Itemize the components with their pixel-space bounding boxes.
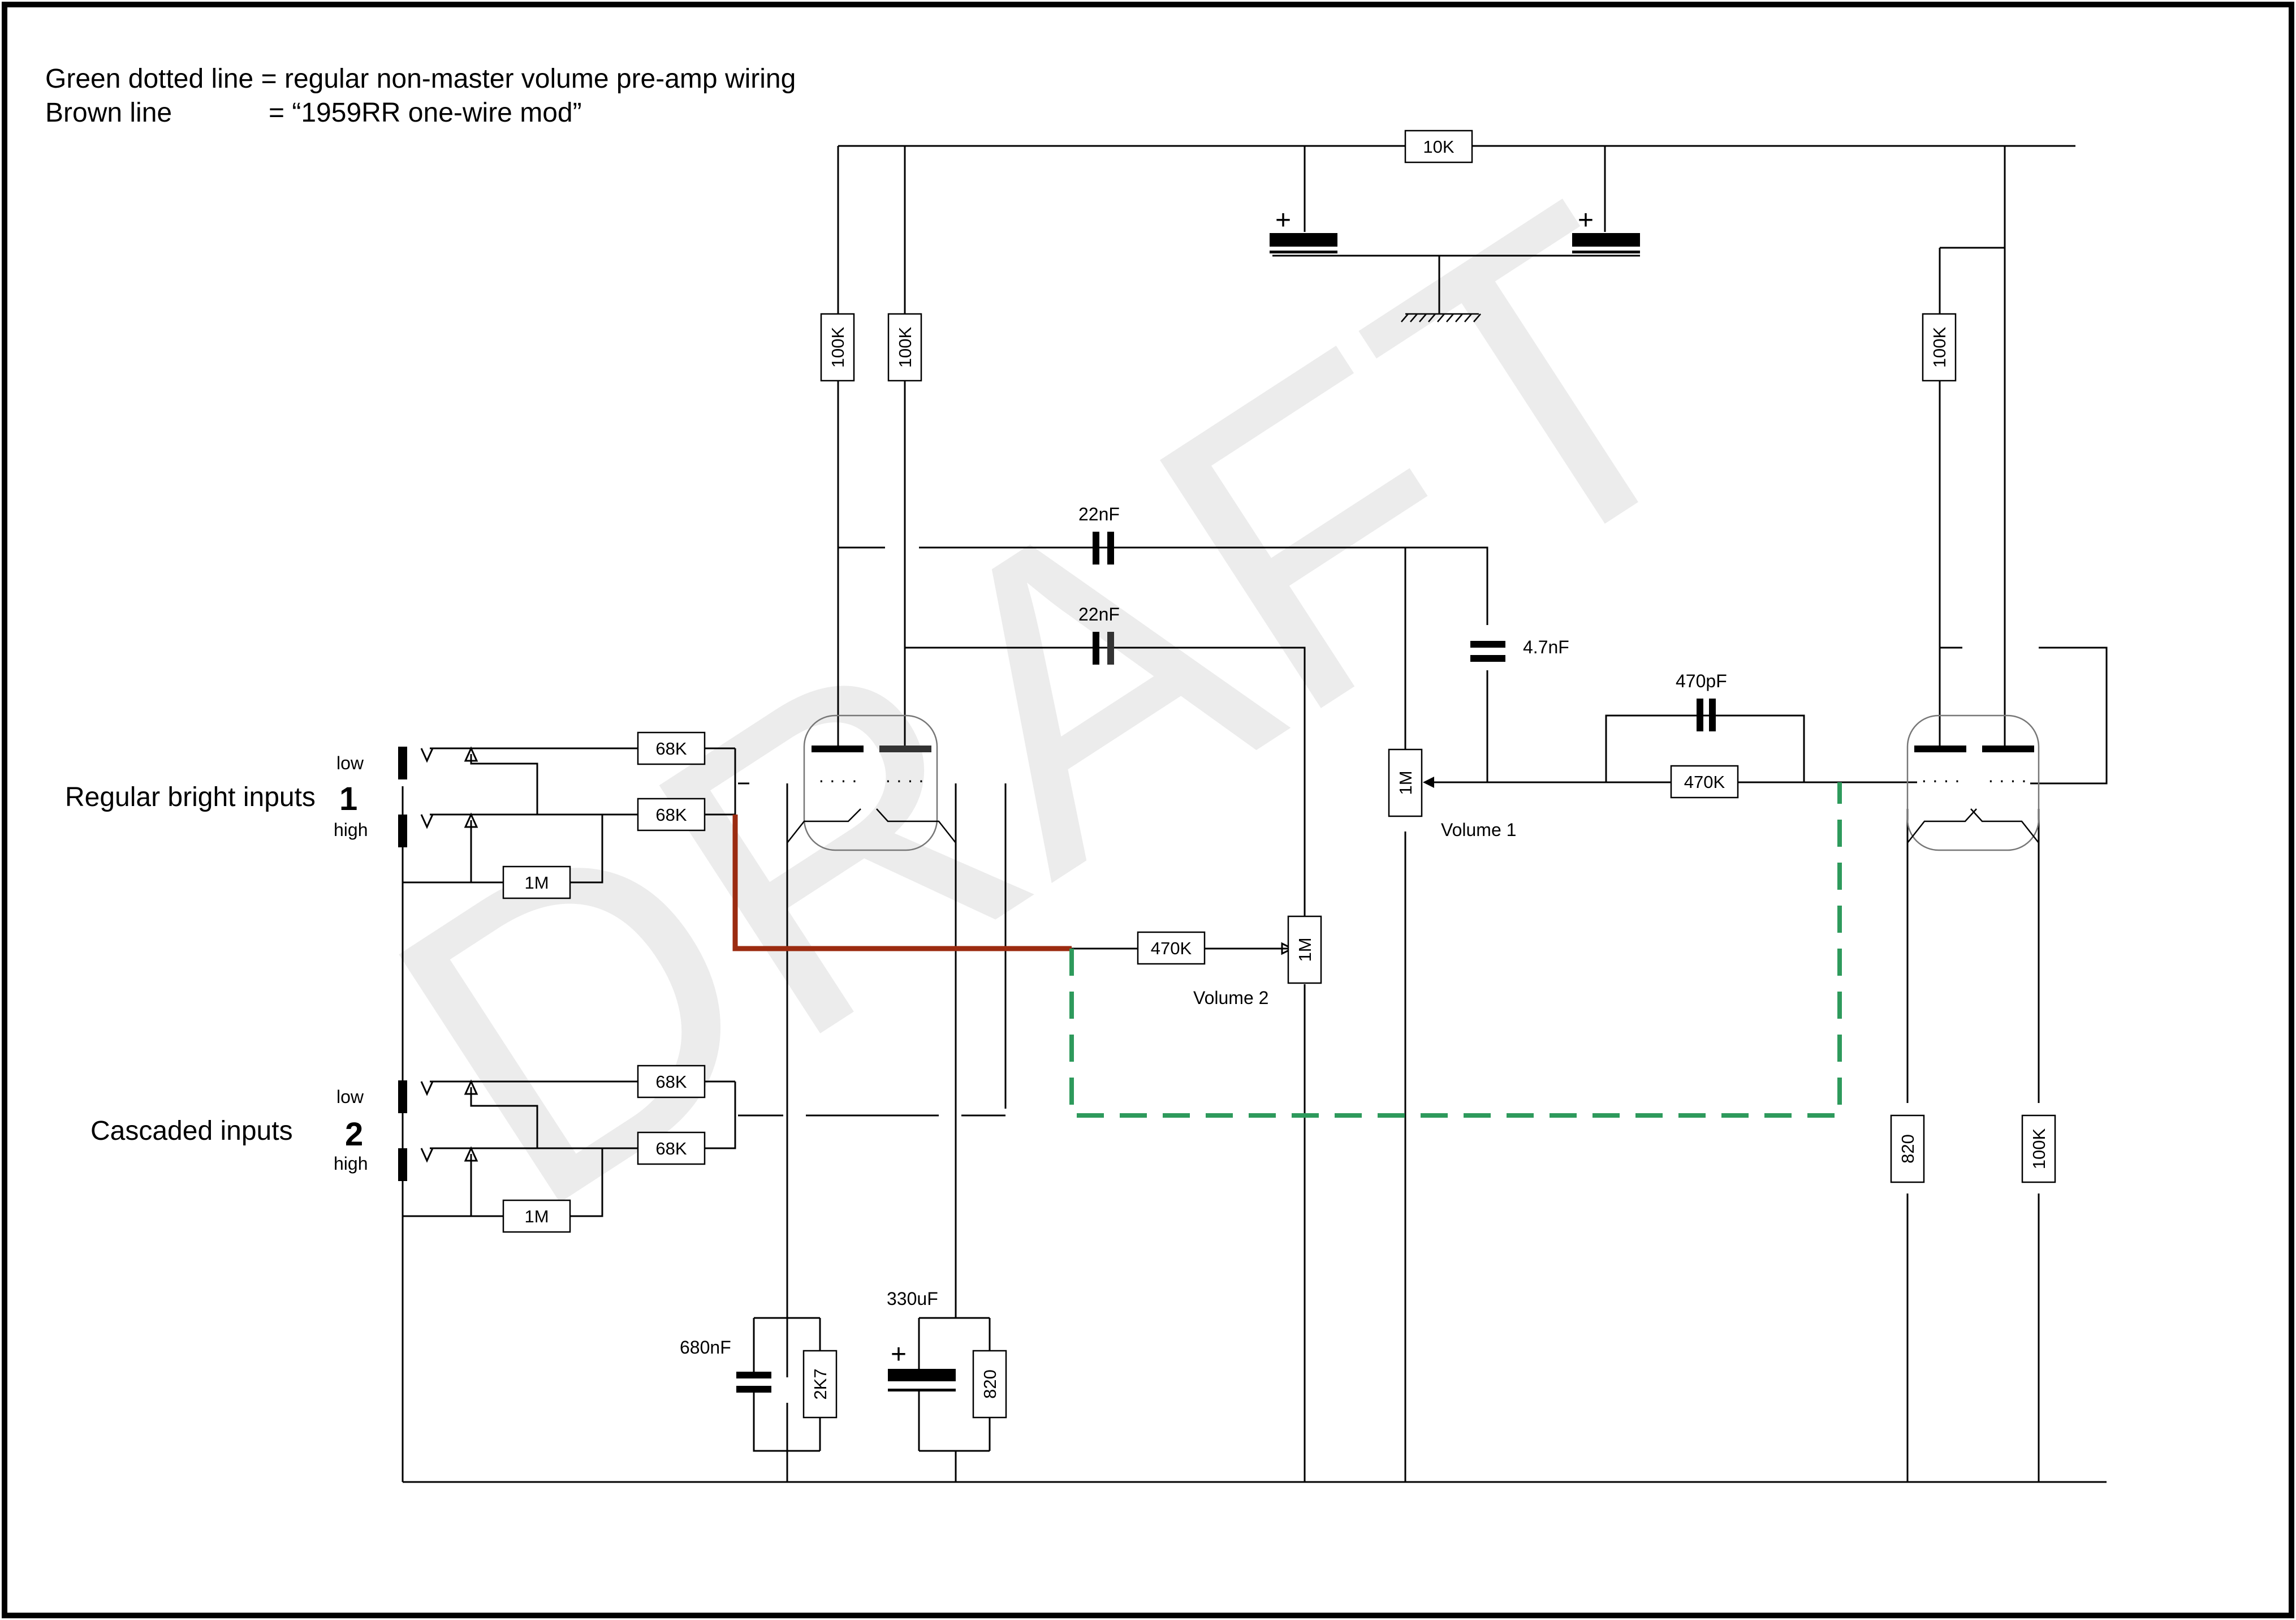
cap-680nf-label: 680nF — [680, 1337, 731, 1358]
resistor-10k: 10K — [1404, 130, 1473, 163]
input-jack-group-1: Regular bright inputs 1 low high — [65, 746, 603, 884]
filter-cap-1: + — [1270, 205, 1337, 253]
resistor-100k-v1a: 100K — [820, 313, 855, 382]
tube-v2-envelope — [1906, 714, 2040, 851]
svg-text:820: 820 — [1898, 1134, 1918, 1164]
filter-cap-2: + — [1572, 205, 1640, 253]
jack-2-low[interactable] — [398, 1080, 407, 1113]
tube-v1-envelope — [803, 714, 938, 851]
tube-v2: · · · · · · · · — [1906, 714, 2040, 851]
cap-4-7nf: 4.7nF — [1470, 637, 1569, 662]
jack-1-high[interactable] — [398, 815, 407, 847]
brown-mod-wire — [732, 815, 1072, 951]
resistor-1m-in1: 1M — [502, 865, 571, 899]
svg-text:68K: 68K — [655, 805, 687, 825]
input2-title: Cascaded inputs — [90, 1116, 293, 1146]
filter-cap-1-plus: + — [1275, 205, 1291, 235]
svg-text:· · · ·: · · · · — [818, 770, 857, 790]
svg-text:1M: 1M — [524, 1207, 549, 1226]
green-dotted-wire — [1069, 782, 1842, 1118]
svg-text:100K: 100K — [895, 326, 915, 368]
resistor-100k-v2: 100K — [1922, 313, 1957, 382]
svg-text:10K: 10K — [1423, 137, 1454, 157]
resistor-470k-volume2: 470K — [1137, 931, 1206, 965]
svg-text:68K: 68K — [655, 1139, 687, 1158]
svg-text:2K7: 2K7 — [810, 1368, 830, 1399]
resistor-820-v1: 820 — [972, 1350, 1007, 1419]
legend-brown-line-name: Brown line — [45, 98, 172, 128]
svg-text:68K: 68K — [655, 739, 687, 759]
svg-text:470K: 470K — [1684, 772, 1725, 792]
cap-22nf-lower-label: 22nF — [1078, 604, 1120, 624]
resistor-2k7: 2K7 — [802, 1350, 838, 1419]
cap-330uf-plus: + — [891, 1339, 907, 1369]
svg-text:100K: 100K — [828, 326, 848, 368]
input-jack-group-2: Cascaded inputs 2 low high — [90, 1079, 603, 1217]
pot-volume1-wiper-arrow — [1423, 777, 1434, 788]
svg-text:1M: 1M — [1396, 770, 1415, 795]
svg-text:· · · ·: · · · · — [885, 770, 924, 790]
tube-v2-plate-a — [1914, 746, 1966, 752]
resistor-820-v2: 820 — [1890, 1114, 1925, 1183]
cap-22nf-lower: 22nF — [1078, 604, 1120, 665]
cap-4-7nf-label: 4.7nF — [1523, 637, 1569, 657]
resistor-68k-in2-high: 68K — [637, 1131, 706, 1165]
legend-green-line: Green dotted line = regular non-master v… — [45, 64, 796, 94]
pot-volume2[interactable]: 1M — [1287, 915, 1322, 984]
pot-volume1[interactable]: 1M — [1388, 748, 1423, 817]
cap-330uf-label: 330uF — [887, 1289, 938, 1309]
input1-low-label: low — [336, 753, 364, 773]
svg-text:· · · ·: · · · · — [1988, 770, 2027, 790]
input2-low-label: low — [336, 1087, 364, 1107]
input1-number: 1 — [339, 781, 357, 817]
cap-22nf-top-label: 22nF — [1078, 504, 1120, 524]
legend: Green dotted line = regular non-master v… — [45, 64, 796, 128]
svg-text:100K: 100K — [2029, 1128, 2049, 1169]
input1-title: Regular bright inputs — [65, 782, 316, 812]
svg-text:820: 820 — [980, 1369, 1000, 1399]
volume1-label: Volume 1 — [1441, 820, 1516, 840]
tube-v2-plate-b — [1982, 746, 2034, 752]
cap-330uf: + 330uF — [887, 1289, 990, 1452]
input2-high-label: high — [334, 1153, 368, 1174]
cap-470pf: 470pF — [1606, 671, 1804, 731]
filter-cap-2-plus: + — [1578, 205, 1594, 235]
resistor-1m-in2: 1M — [502, 1199, 571, 1233]
tube-v1: · · · · · · · · — [787, 714, 956, 851]
svg-text:100K: 100K — [1930, 326, 1949, 368]
svg-text:1M: 1M — [1295, 937, 1315, 962]
cap-680nf: 680nF — [680, 1317, 820, 1452]
jack-1-low[interactable] — [398, 747, 407, 779]
resistor-100k-v1b: 100K — [887, 313, 922, 382]
resistor-100k-v2-cathode: 100K — [2021, 1114, 2056, 1183]
draft-watermark: DRAFT — [319, 115, 1782, 1299]
cap-470pf-label: 470pF — [1676, 671, 1727, 691]
resistor-68k-in1-low: 68K — [637, 731, 706, 765]
jack-2-high[interactable] — [398, 1148, 407, 1181]
input2-number: 2 — [345, 1116, 363, 1153]
svg-text:· · · ·: · · · · — [1921, 770, 1960, 790]
input1-high-label: high — [334, 820, 368, 840]
resistor-68k-in2-low: 68K — [637, 1065, 706, 1098]
cap-22nf-top: 22nF — [1078, 504, 1120, 565]
tube-v1-plate-a — [812, 746, 864, 752]
resistor-470k-bright: 470K — [1670, 765, 1739, 799]
svg-text:1M: 1M — [524, 873, 549, 893]
svg-text:68K: 68K — [655, 1072, 687, 1092]
legend-brown-line-desc: = “1959RR one-wire mod” — [269, 98, 582, 128]
svg-text:470K: 470K — [1151, 938, 1192, 958]
volume2-label: Volume 2 — [1193, 988, 1268, 1008]
tube-v1-plate-b — [879, 746, 931, 752]
wiring — [402, 145, 2108, 1483]
resistor-68k-in1-high: 68K — [637, 798, 706, 831]
